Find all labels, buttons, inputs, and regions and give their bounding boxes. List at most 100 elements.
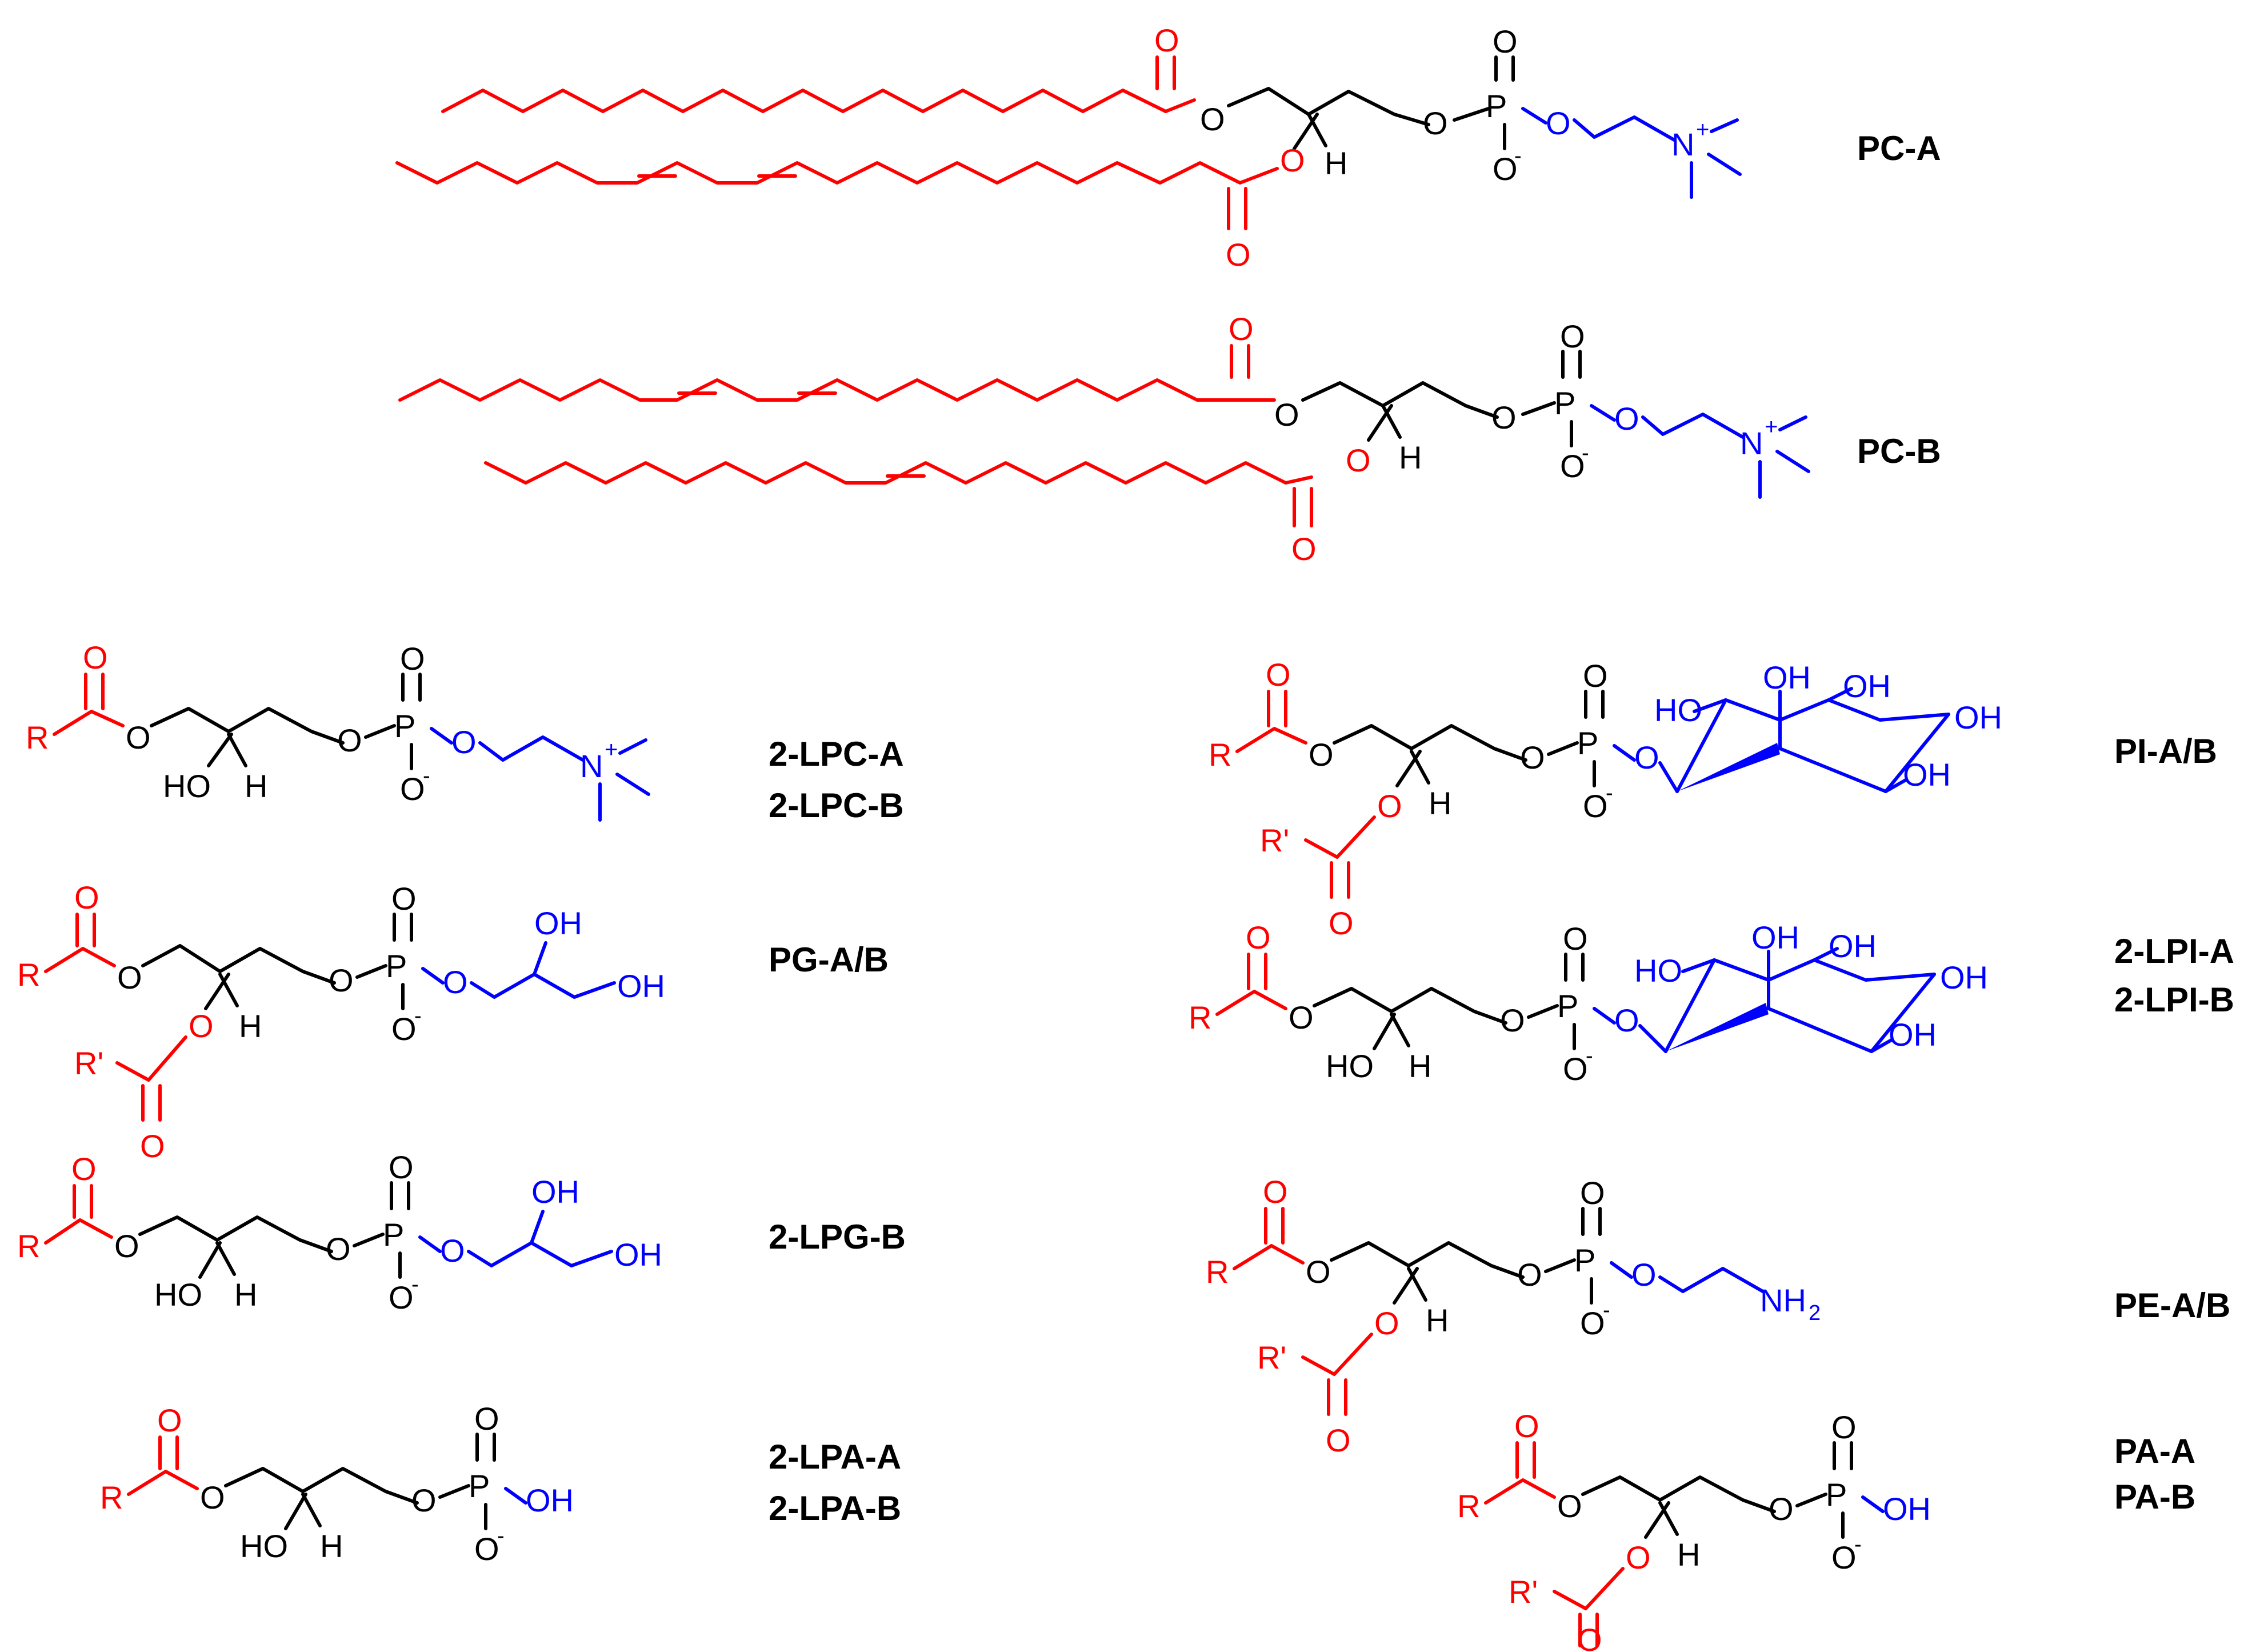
label-pa-a: PA-A — [2114, 1432, 2195, 1470]
svg-text:O: O — [443, 964, 468, 1000]
svg-text:O: O — [389, 1279, 414, 1315]
svg-text:O: O — [1226, 237, 1251, 273]
svg-text:OH: OH — [1883, 1491, 1931, 1527]
svg-text:+: + — [1765, 414, 1778, 439]
svg-text:O: O — [1266, 657, 1291, 693]
svg-text:O: O — [411, 1482, 437, 1518]
svg-text:OH: OH — [617, 968, 665, 1004]
svg-text:O: O — [1626, 1539, 1651, 1575]
svg-text:P: P — [1557, 988, 1578, 1024]
svg-text:O: O — [1291, 531, 1317, 567]
svg-text:O: O — [1493, 23, 1518, 59]
svg-text:R: R — [100, 1479, 123, 1515]
svg-text:O: O — [1546, 105, 1571, 141]
svg-text:O: O — [1306, 1254, 1331, 1290]
lpc-r-group: R — [26, 719, 49, 755]
svg-text:O: O — [200, 1479, 225, 1515]
pc-b-sn1-chain — [398, 378, 1276, 402]
svg-text:-: - — [1603, 1298, 1610, 1322]
svg-text:O: O — [1577, 1622, 1602, 1652]
svg-text:O: O — [1329, 905, 1354, 941]
svg-text:O: O — [114, 1228, 139, 1264]
svg-text:O: O — [71, 1151, 97, 1187]
svg-text:R: R — [1189, 999, 1211, 1035]
svg-text:O: O — [117, 959, 142, 995]
svg-text:H: H — [1429, 785, 1451, 821]
svg-text:O: O — [329, 962, 354, 998]
svg-text:O: O — [337, 722, 362, 758]
svg-text:R': R' — [1260, 822, 1289, 858]
label-2-lpg-b: 2-LPG-B — [769, 1218, 906, 1256]
svg-text:-: - — [1514, 144, 1522, 168]
svg-text:+: + — [605, 737, 618, 762]
svg-text:O: O — [1614, 1002, 1639, 1038]
svg-text:O: O — [440, 1233, 465, 1269]
molecule-pi: R O O H O R' O O P O O - O — [1209, 657, 2002, 941]
svg-text:O: O — [1520, 739, 1545, 775]
svg-text:HO: HO — [154, 1277, 202, 1313]
label-pc-b: PC-B — [1857, 432, 1941, 470]
svg-text:O: O — [1769, 1491, 1794, 1527]
svg-text:OH: OH — [531, 1174, 579, 1210]
svg-text:O: O — [157, 1402, 182, 1438]
svg-text:-: - — [1606, 781, 1613, 805]
svg-text:R': R' — [1257, 1339, 1286, 1375]
svg-text:O: O — [1560, 448, 1585, 484]
molecule-pe: R O O H O R' O O P O O - O NH 2 — [1206, 1174, 1821, 1458]
svg-text:O: O — [1280, 142, 1305, 178]
svg-text:H: H — [239, 1008, 262, 1044]
label-pe: PE-A/B — [2114, 1286, 2230, 1325]
svg-text:O: O — [1580, 1305, 1605, 1341]
svg-text:P: P — [394, 708, 415, 744]
svg-text:H: H — [1677, 1537, 1700, 1573]
svg-text:R': R' — [74, 1045, 103, 1081]
svg-text:O: O — [1491, 399, 1517, 435]
svg-text:O: O — [1263, 1174, 1288, 1210]
svg-text:O: O — [474, 1401, 499, 1437]
svg-text:P: P — [386, 948, 407, 984]
svg-text:HO: HO — [1326, 1048, 1374, 1084]
molecule-pa: R O O H O R' O O P O O - OH — [1457, 1408, 1931, 1652]
label-pg: PG-A/B — [769, 941, 889, 979]
svg-text:HO: HO — [240, 1528, 288, 1564]
svg-text:O: O — [1346, 442, 1371, 478]
svg-text:R: R — [1209, 737, 1231, 773]
svg-text:O: O — [83, 639, 108, 675]
svg-text:OH: OH — [1940, 959, 1988, 995]
svg-text:H: H — [1399, 439, 1422, 475]
svg-text:2: 2 — [1809, 1301, 1821, 1325]
svg-text:-: - — [1854, 1533, 1862, 1557]
svg-text:OH: OH — [614, 1237, 662, 1273]
svg-text:OH: OH — [1843, 668, 1891, 704]
svg-text:P: P — [1826, 1477, 1847, 1513]
pc-b-choline — [1641, 413, 1745, 439]
svg-text:O: O — [1374, 1305, 1399, 1341]
svg-text:-: - — [423, 764, 430, 788]
svg-text:-: - — [414, 1004, 422, 1028]
svg-text:+: + — [1696, 117, 1709, 142]
svg-text:H: H — [1325, 145, 1347, 181]
molecule-2-lpa: R O O HO H O P O O - OH — [100, 1401, 574, 1567]
svg-text:OH: OH — [1903, 757, 1951, 793]
pe-amine: NH — [1760, 1282, 1806, 1318]
pc-a-carbonyl-o1: O — [1154, 22, 1179, 58]
svg-text:O: O — [1583, 658, 1608, 694]
molecule-pg: R O O H O R' O O P O O - O OH OH — [17, 879, 665, 1164]
svg-text:O: O — [1614, 401, 1639, 437]
svg-text:P: P — [469, 1468, 490, 1504]
svg-text:O: O — [1377, 788, 1402, 824]
pc-a-ester-o1: O — [1200, 101, 1225, 137]
svg-text:O: O — [1289, 999, 1314, 1035]
label-pc-a: PC-A — [1857, 129, 1941, 167]
svg-text:P: P — [1577, 725, 1598, 761]
svg-text:O: O — [1583, 788, 1608, 824]
pc-b-glycerol — [1301, 381, 1499, 419]
svg-text:P: P — [383, 1217, 404, 1253]
pc-a-choline — [1573, 115, 1676, 142]
svg-text:O: O — [1557, 1488, 1582, 1524]
svg-text:O: O — [1631, 1257, 1657, 1293]
svg-text:O: O — [1274, 397, 1299, 433]
svg-text:O: O — [1326, 1422, 1351, 1458]
pc-b-sn2-chain — [484, 461, 1313, 485]
